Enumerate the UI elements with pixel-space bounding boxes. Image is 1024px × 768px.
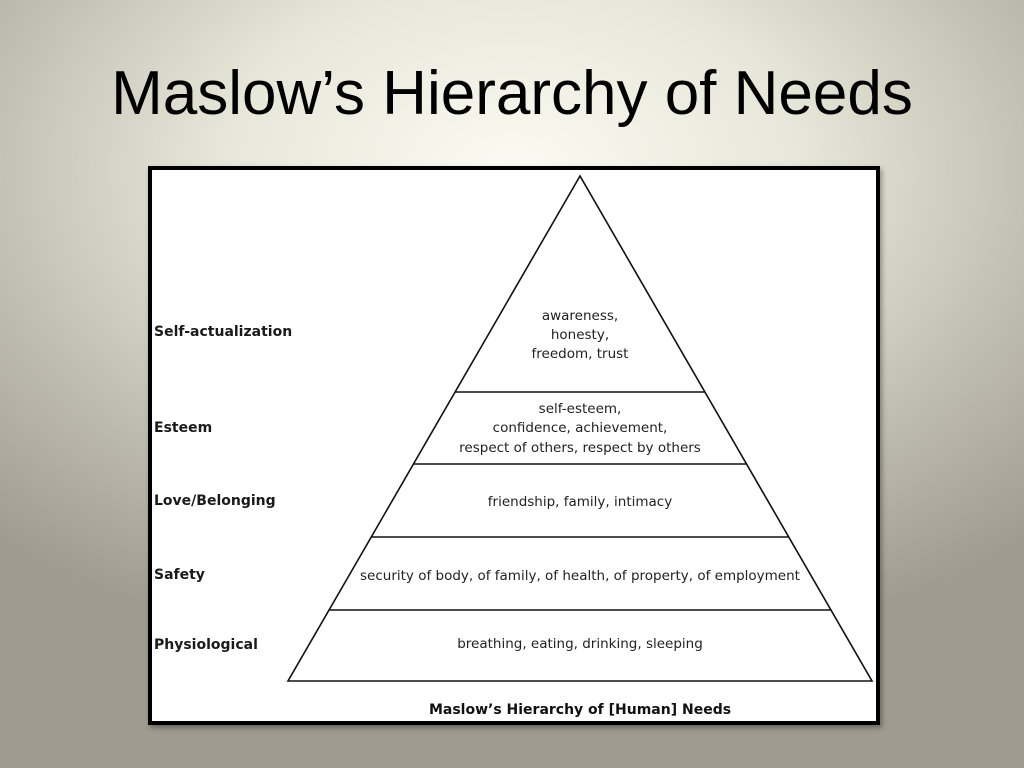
level-label-esteem: Esteem — [154, 420, 212, 436]
level-description-line: awareness, — [542, 308, 618, 324]
level-description-line: respect of others, respect by others — [459, 440, 701, 456]
level-description-line: honesty, — [551, 327, 609, 343]
level-description-line: security of body, of family, of health, … — [360, 568, 800, 584]
slide-title: Maslow’s Hierarchy of Needs — [111, 59, 913, 128]
level-description-line: breathing, eating, drinking, sleeping — [457, 636, 703, 652]
level-description-line: freedom, trust — [532, 346, 629, 362]
pyramid-outline — [286, 174, 874, 682]
diagram-frame: Self-actualization awareness, honesty, f… — [148, 166, 880, 725]
level-description-line: friendship, family, intimacy — [488, 494, 672, 510]
level-label-safety: Safety — [154, 567, 205, 583]
level-label-self-actualization: Self-actualization — [154, 324, 292, 340]
pyramid-diagram: Self-actualization awareness, honesty, f… — [154, 174, 874, 718]
level-label-physiological: Physiological — [154, 637, 258, 653]
level-label-love-belonging: Love/Belonging — [154, 493, 276, 509]
diagram-caption: Maslow’s Hierarchy of [Human] Needs — [429, 702, 731, 718]
level-description-line: self-esteem, — [539, 401, 622, 417]
level-description-line: confidence, achievement, — [493, 420, 668, 436]
